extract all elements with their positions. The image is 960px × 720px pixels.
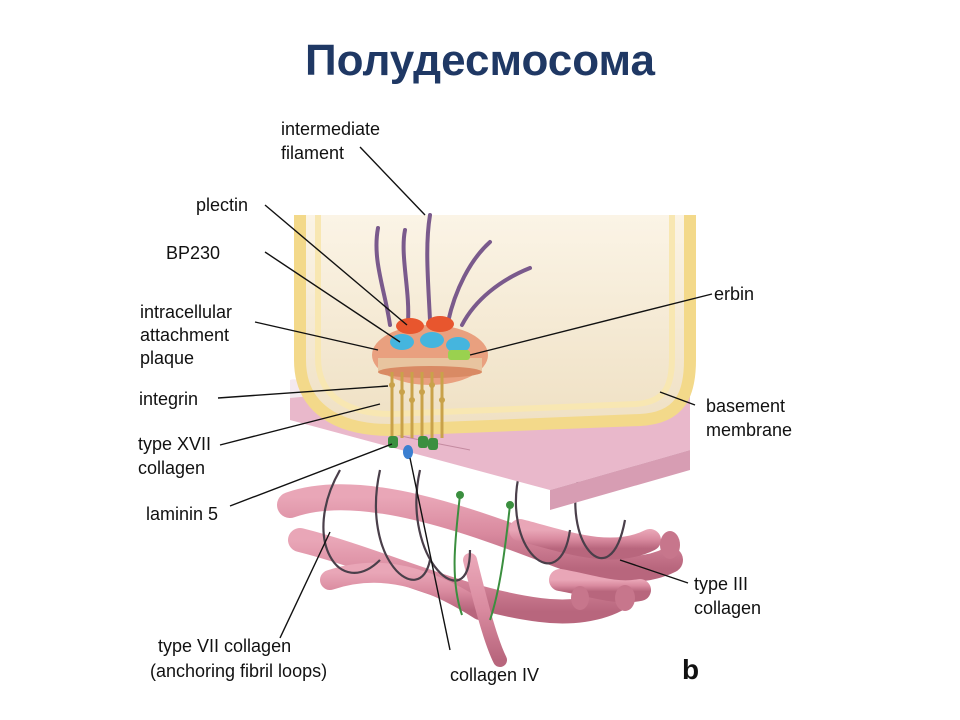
slide-title: Полудесмосома [305,36,655,85]
label-integrin: integrin [139,389,198,409]
label-bp230: BP230 [166,243,220,263]
label-basement-1: basement [706,396,785,416]
label-basement-2: membrane [706,420,792,440]
intermediate-filaments [374,213,532,327]
label-erbin: erbin [714,284,754,304]
label-vii-1: type VII collagen [158,636,291,656]
label-plaque-1: intracellular [140,302,232,322]
type-vii-collagen-loops [322,469,627,582]
type-iii-collagen-fibrils [277,484,683,667]
label-plaque-2: attachment [140,325,229,345]
hemidesmosome-plaque [372,316,488,385]
label-iii-1: type III [694,574,748,594]
epithelial-cell [294,215,696,437]
integrin-complex [388,372,445,459]
label-collagen-iv: collagen IV [450,665,539,685]
panel-letter: b [682,654,699,685]
label-laminin5: laminin 5 [146,504,218,524]
label-iii-2: collagen [694,598,761,618]
label-xvii-1: type XVII [138,434,211,454]
leader-lines [217,146,713,651]
label-plaque-3: plaque [140,348,194,368]
label-xvii-2: collagen [138,458,205,478]
label-vii-2: (anchoring fibril loops) [150,661,327,681]
label-intermediate-1: intermediate [281,119,380,139]
label-plectin: plectin [196,195,248,215]
label-intermediate-2: filament [281,143,344,163]
collagen-iv-network [453,491,514,621]
labels: intermediate filament plectin BP230 intr… [138,119,792,685]
